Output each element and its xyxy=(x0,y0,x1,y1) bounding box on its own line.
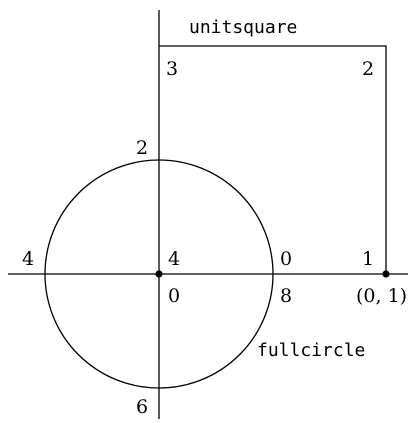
circle-label-right-lower: 8 xyxy=(280,285,292,307)
circle-label-center-lower: 0 xyxy=(168,285,180,307)
circle-label-bottom: 6 xyxy=(136,396,148,418)
circle-label-top: 2 xyxy=(136,137,148,159)
point-0-1 xyxy=(382,270,390,278)
unit-square-name: unitsquare xyxy=(189,17,297,38)
point-label-0-1: (0, 1) xyxy=(356,285,407,307)
circle-label-left: 4 xyxy=(22,248,34,270)
square-label-top-left: 3 xyxy=(166,58,178,80)
circle-label-center-upper: 4 xyxy=(168,248,180,270)
unit-square-outline xyxy=(159,45,387,274)
full-circle-name: fullcircle xyxy=(257,340,365,361)
origin-point xyxy=(155,270,163,278)
square-label-top-right: 2 xyxy=(362,58,374,80)
square-label-bottom-right: 1 xyxy=(362,248,374,270)
circle-label-right: 0 xyxy=(280,248,292,270)
full-circle xyxy=(44,159,274,389)
